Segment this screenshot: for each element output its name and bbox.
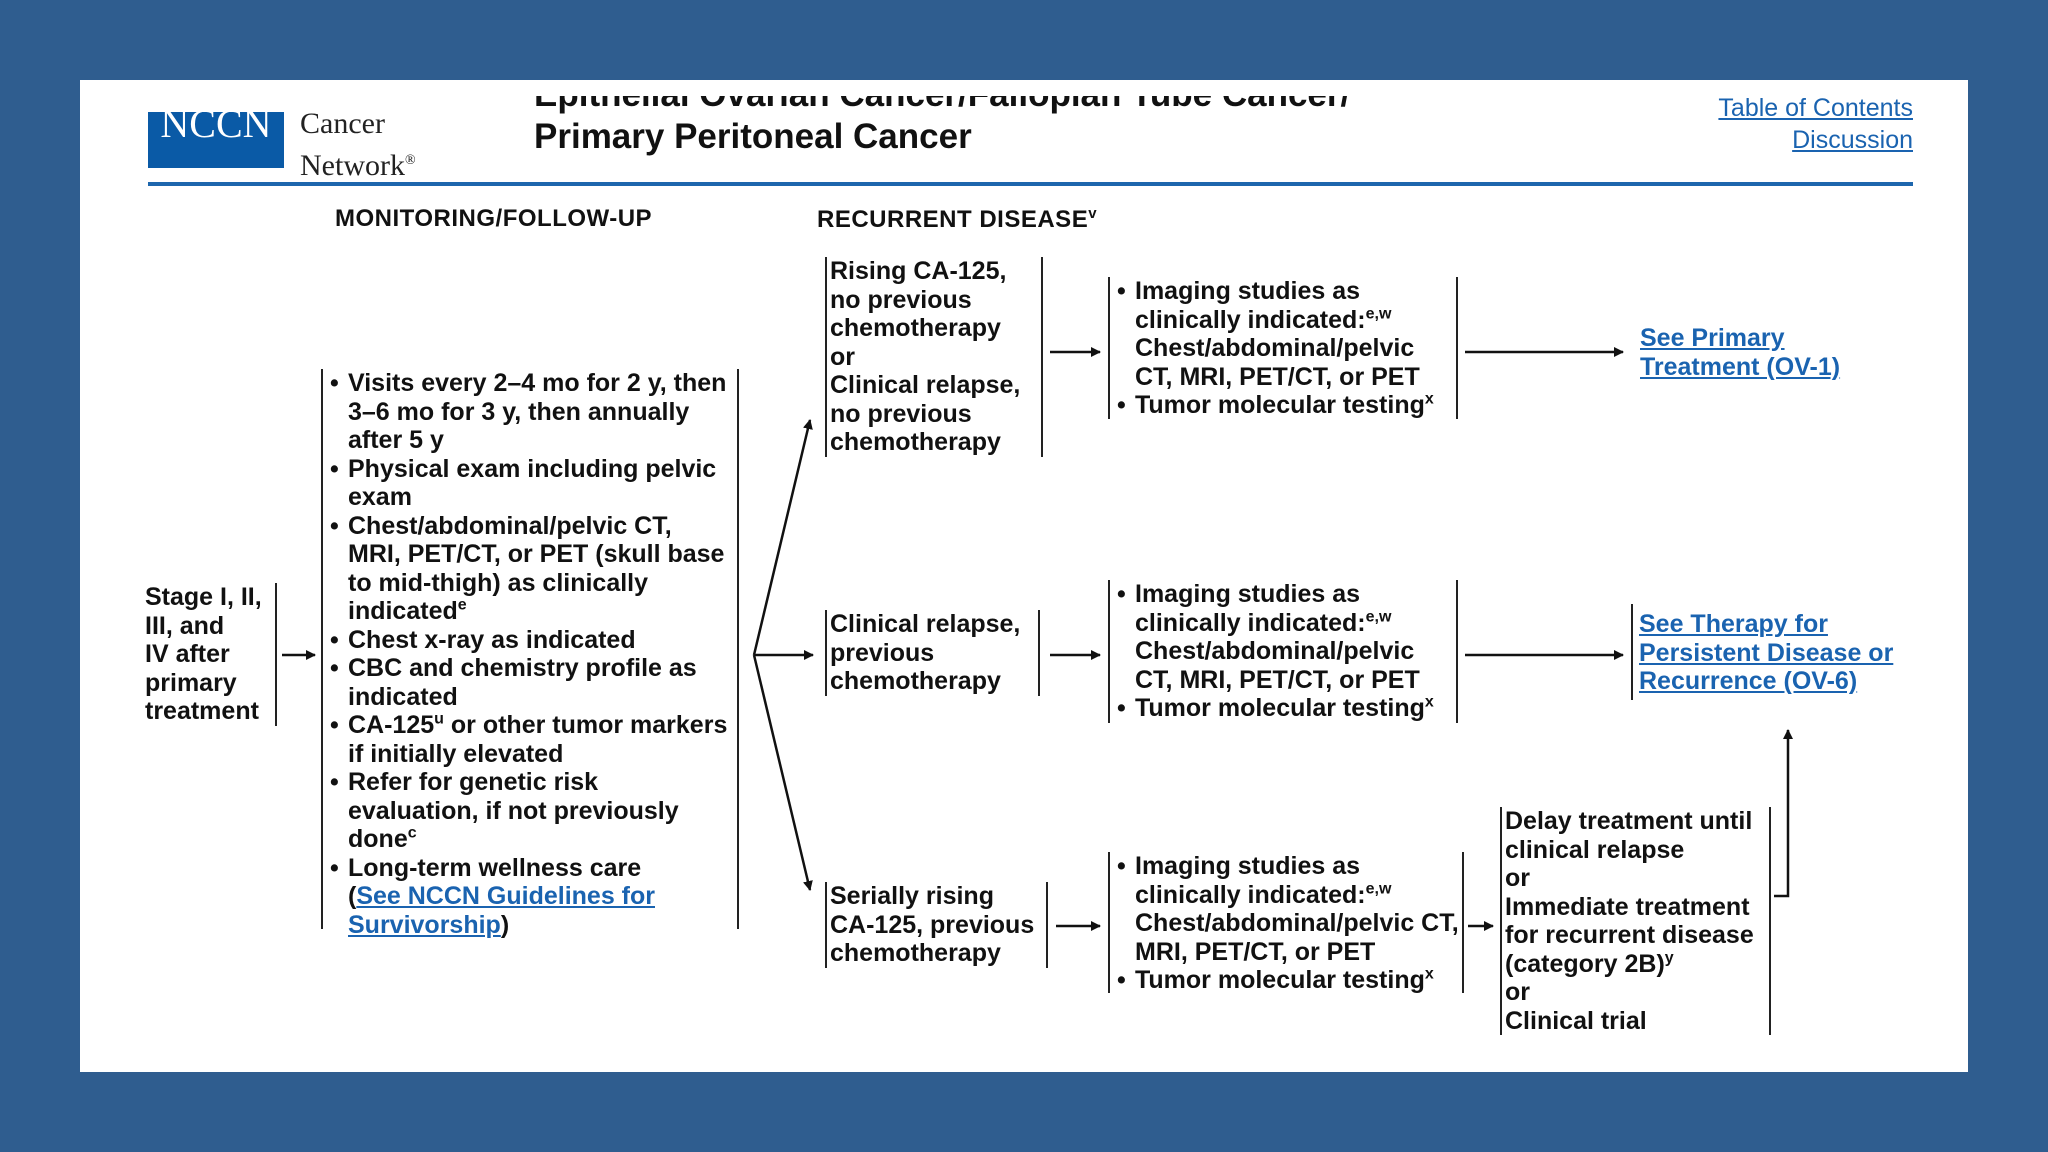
footnote-marker: u (434, 710, 444, 728)
scenario-line: chemotherapy (830, 314, 1001, 342)
workup-imaging: Imaging studies as clinically indicated:… (1113, 852, 1459, 966)
logo-line-2: Network (300, 149, 405, 182)
followup-box: Visits every 2–4 mo for 2 y, then 3–6 mo… (321, 369, 739, 939)
stage-line: treatment (145, 697, 259, 725)
footnote-marker: e,w (1365, 880, 1392, 898)
stage-line: primary (145, 668, 237, 697)
see-primary-treatment-link[interactable]: See Primary Treatment (OV-1) (1640, 324, 1841, 381)
scenario-line: Serially rising (830, 882, 994, 910)
footnote-marker: e (457, 596, 467, 614)
persistent-disease-outcome: See Therapy for Persistent Disease or Re… (1631, 604, 1914, 700)
followup-item: Physical exam including pelvic exam (326, 455, 731, 512)
workup-box-3: Imaging studies as clinically indicated:… (1108, 852, 1464, 995)
workup-box-1: Imaging studies as clinically indicated:… (1108, 277, 1458, 419)
flow-arrows (282, 347, 1793, 931)
see-persistent-disease-link[interactable]: See Therapy for Persistent Disease or Re… (1639, 610, 1894, 695)
footnote-marker: x (1424, 390, 1434, 408)
option-clinical-trial: Clinical trial (1505, 1006, 1647, 1035)
stage-box: Stage I, II, III, and IV after primary t… (145, 583, 277, 726)
workup-tumor-testing: Tumor molecular testingx (1113, 694, 1453, 723)
workup-tumor-testing: Tumor molecular testingx (1113, 391, 1453, 420)
option-immediate: Immediate treatment for recurrent diseas… (1505, 892, 1754, 978)
followup-item: Chest x-ray as indicated (326, 626, 731, 655)
followup-item: CA-125u or other tumor markers if initia… (326, 711, 731, 768)
followup-item: Long-term wellness care(See NCCN Guideli… (326, 854, 731, 940)
option-or: or (1505, 978, 1530, 1006)
workup-imaging: Imaging studies as clinically indicated:… (1113, 277, 1453, 391)
header-links: Table of Contents Discussion (1718, 98, 1913, 156)
guideline-slide: NCCN Cancer Network® Epithelial Ovarian … (80, 80, 1968, 1072)
primary-treatment-outcome: See Primary Treatment (OV-1) (1640, 324, 1860, 381)
scenario-line: Clinical relapse, (830, 371, 1021, 399)
stage-line: Stage I, II, (145, 583, 262, 611)
page-title-line-2: Primary Peritoneal Cancer (534, 117, 972, 156)
scenario-line: Rising CA-125, (830, 257, 1007, 285)
scenario-line: no previous (830, 399, 972, 428)
nccn-logo: NCCN (148, 112, 284, 168)
footnote-marker: c (407, 824, 417, 842)
scenario-line: Clinical relapse, (830, 610, 1021, 638)
page-title: Epithelial Ovarian Cancer/Fallopian Tube… (534, 96, 1434, 158)
monitoring-header: MONITORING/FOLLOW-UP (335, 205, 653, 232)
workup-box-2: Imaging studies as clinically indicated:… (1108, 580, 1458, 723)
stage-line: III, and (145, 611, 225, 640)
scenario-line: previous (830, 638, 935, 667)
footnote-marker: x (1424, 965, 1434, 983)
recurrent-header: RECURRENT DISEASEv (817, 205, 1097, 234)
footnote-marker: x (1424, 693, 1434, 711)
followup-item: CBC and chemistry profile as indicated (326, 654, 731, 711)
followup-item: Chest/abdominal/pelvic CT, MRI, PET/CT, … (326, 512, 731, 626)
scenario-line: CA-125, previous (830, 910, 1035, 939)
scenario-box-previous-chemo: Clinical relapse, previous chemotherapy (825, 610, 1040, 696)
scenario-line: chemotherapy (830, 428, 1001, 456)
logo-wordmark: Cancer Network® (300, 105, 416, 184)
logo-registered-mark: ® (404, 153, 416, 168)
survivorship-guidelines-link[interactable]: See NCCN Guidelines for Survivorship (348, 882, 655, 939)
scenario-line: no previous (830, 285, 972, 314)
arrow-to-scenario-3 (752, 654, 813, 891)
arrow-options-to-persistent (1774, 729, 1793, 898)
scenario-line: chemotherapy (830, 939, 1001, 967)
header-divider (148, 182, 1913, 186)
footnote-marker: e,w (1365, 608, 1392, 626)
page-title-line-1: Epithelial Ovarian Cancer/Fallopian Tube… (534, 96, 1434, 116)
workup-imaging: Imaging studies as clinically indicated:… (1113, 580, 1453, 694)
scenario-line: chemotherapy (830, 667, 1001, 695)
followup-item: Visits every 2–4 mo for 2 y, then 3–6 mo… (326, 369, 731, 455)
recurrent-header-footnote: v (1088, 205, 1098, 222)
workup-tumor-testing: Tumor molecular testingx (1113, 966, 1459, 995)
scenario-box-serially-rising: Serially rising CA-125, previous chemoth… (825, 882, 1048, 968)
treatment-options-box: Delay treatment until clinical relapse o… (1500, 807, 1771, 1035)
option-delay: Delay treatment until clinical relapse (1505, 807, 1753, 864)
footnote-marker: y (1664, 949, 1674, 967)
arrow-to-scenario-1 (752, 419, 813, 656)
scenario-box-no-previous-chemo: Rising CA-125, no previous chemotherapy … (825, 257, 1043, 457)
logo-line-1: Cancer (300, 107, 385, 140)
stage-line: IV after (145, 640, 230, 668)
recurrent-header-text: RECURRENT DISEASE (817, 206, 1089, 233)
followup-item: Refer for genetic risk evaluation, if no… (326, 768, 731, 854)
footnote-marker: e,w (1365, 305, 1392, 323)
option-or: or (1505, 864, 1530, 892)
scenario-line: or (830, 342, 855, 371)
table-of-contents-link[interactable]: Table of Contents (1718, 98, 1913, 122)
discussion-link[interactable]: Discussion (1792, 126, 1913, 154)
